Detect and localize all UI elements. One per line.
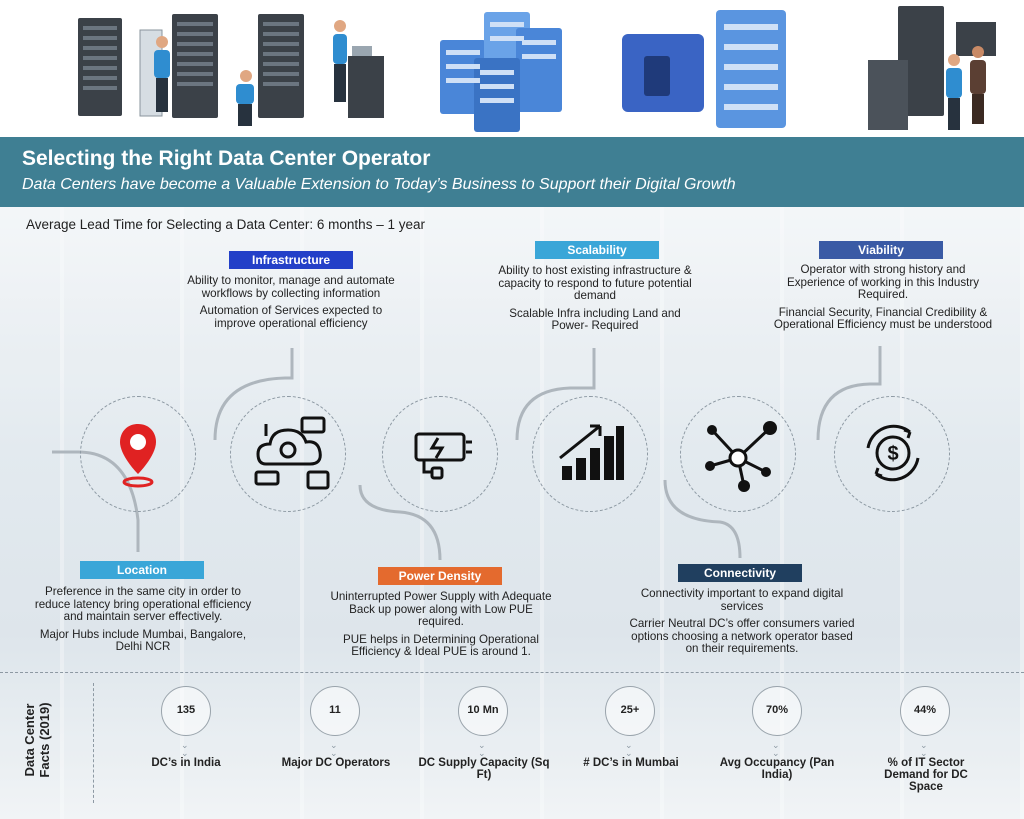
viability-description: Operator with strong history and Experie…	[772, 263, 994, 337]
fact-label-dcs-india: DC’s in India	[151, 757, 221, 769]
viability-connector	[816, 346, 882, 441]
connectivity-connector	[663, 479, 742, 559]
power-density-circle	[382, 396, 498, 512]
facts-title: Data Center Facts (2019)	[22, 702, 52, 778]
svg-text:$: $	[887, 443, 898, 465]
fact-label-it-demand: % of IT Sector Demand for DC Space	[884, 757, 968, 793]
infrastructure-text-2: Automation of Services expected to impro…	[199, 304, 383, 330]
fact-label-supply: DC Supply Capacity (Sq Ft)	[418, 757, 550, 781]
chevron-down-icon: ⌄⌄	[920, 740, 928, 758]
dollar-cycle-icon: $	[866, 424, 920, 482]
power-density-label: Power Density	[378, 567, 502, 585]
scalability-text-2: Scalable Infra including Land and Power-…	[509, 306, 681, 333]
fact-label-mumbai: # DC’s in Mumbai	[583, 757, 679, 769]
growth-chart-icon	[559, 424, 624, 480]
power-density-connector	[358, 484, 442, 561]
network-hub-icon	[705, 421, 777, 492]
connectivity-text-2: Carrier Neutral DC’s offer consumers var…	[629, 617, 855, 656]
lead-time-text: Average Lead Time for Selecting a Data C…	[26, 217, 425, 232]
power-density-text-2: PUE helps in Determining Operational Eff…	[343, 632, 539, 659]
fact-label-occupancy: Avg Occupancy (Pan India)	[719, 757, 835, 781]
battery-plug-icon	[414, 432, 472, 480]
server-room-illustration	[78, 6, 996, 132]
location-circle	[80, 396, 196, 512]
fact-value-mumbai: 25+	[605, 686, 655, 736]
fact-value-it-demand: 44%	[900, 686, 950, 736]
page-subtitle: Data Centers have become a Valuable Exte…	[22, 176, 736, 193]
infrastructure-text-1: Ability to monitor, manage and automate …	[187, 274, 395, 300]
fact-label-operators: Major DC Operators	[281, 757, 391, 769]
location-label: Location	[80, 561, 204, 579]
connectivity-circle	[680, 396, 796, 512]
viability-text-1: Operator with strong history and Experie…	[786, 263, 980, 302]
fact-value-dcs-india: 135	[161, 686, 211, 736]
scalability-text-1: Ability to host existing infrastructure …	[498, 264, 692, 303]
map-pin-icon	[120, 424, 156, 488]
cloud-automation-icon	[254, 416, 330, 490]
scalability-connector	[515, 348, 596, 441]
scalability-label: Scalability	[535, 241, 659, 259]
power-density-description: Uninterrupted Power Supply with Adequate…	[330, 590, 552, 664]
location-text-1: Preference in the same city in order to …	[34, 585, 252, 624]
page-title: Selecting the Right Data Center Operator	[22, 147, 431, 170]
location-text-2: Major Hubs include Mumbai, Bangalore, De…	[39, 627, 247, 654]
scalability-description: Ability to host existing infrastructure …	[490, 264, 700, 338]
fact-value-supply: 10 Mn	[458, 686, 508, 736]
fact-value-occupancy: 70%	[752, 686, 802, 736]
infrastructure-description: Ability to monitor, manage and automate …	[180, 274, 402, 335]
fact-value-operators: 11	[310, 686, 360, 736]
chevron-down-icon: ⌄⌄	[330, 740, 338, 758]
facts-divider	[0, 672, 1024, 673]
connectivity-description: Connectivity important to expand digital…	[628, 587, 856, 661]
title-banner	[0, 137, 1024, 207]
location-description: Preference in the same city in order to …	[30, 585, 256, 659]
power-density-text-1: Uninterrupted Power Supply with Adequate…	[330, 590, 552, 629]
chevron-down-icon: ⌄⌄	[625, 740, 633, 758]
viability-text-2: Financial Security, Financial Credibilit…	[773, 305, 993, 332]
scalability-circle	[532, 396, 648, 512]
facts-vertical-divider	[93, 683, 94, 803]
connectivity-label: Connectivity	[678, 564, 802, 582]
infrastructure-circle	[230, 396, 346, 512]
chevron-down-icon: ⌄⌄	[181, 740, 189, 758]
hero-illustration	[0, 0, 1024, 137]
technician-icon	[154, 20, 347, 126]
chevron-down-icon: ⌄⌄	[478, 740, 486, 758]
infrastructure-connector	[213, 348, 294, 441]
chevron-down-icon: ⌄⌄	[772, 740, 780, 758]
infrastructure-label: Infrastructure	[229, 251, 353, 269]
business-people-icon	[946, 46, 986, 130]
connectivity-text-1: Connectivity important to expand digital…	[640, 587, 844, 613]
viability-circle	[834, 396, 950, 512]
viability-label: Viability	[819, 241, 943, 259]
